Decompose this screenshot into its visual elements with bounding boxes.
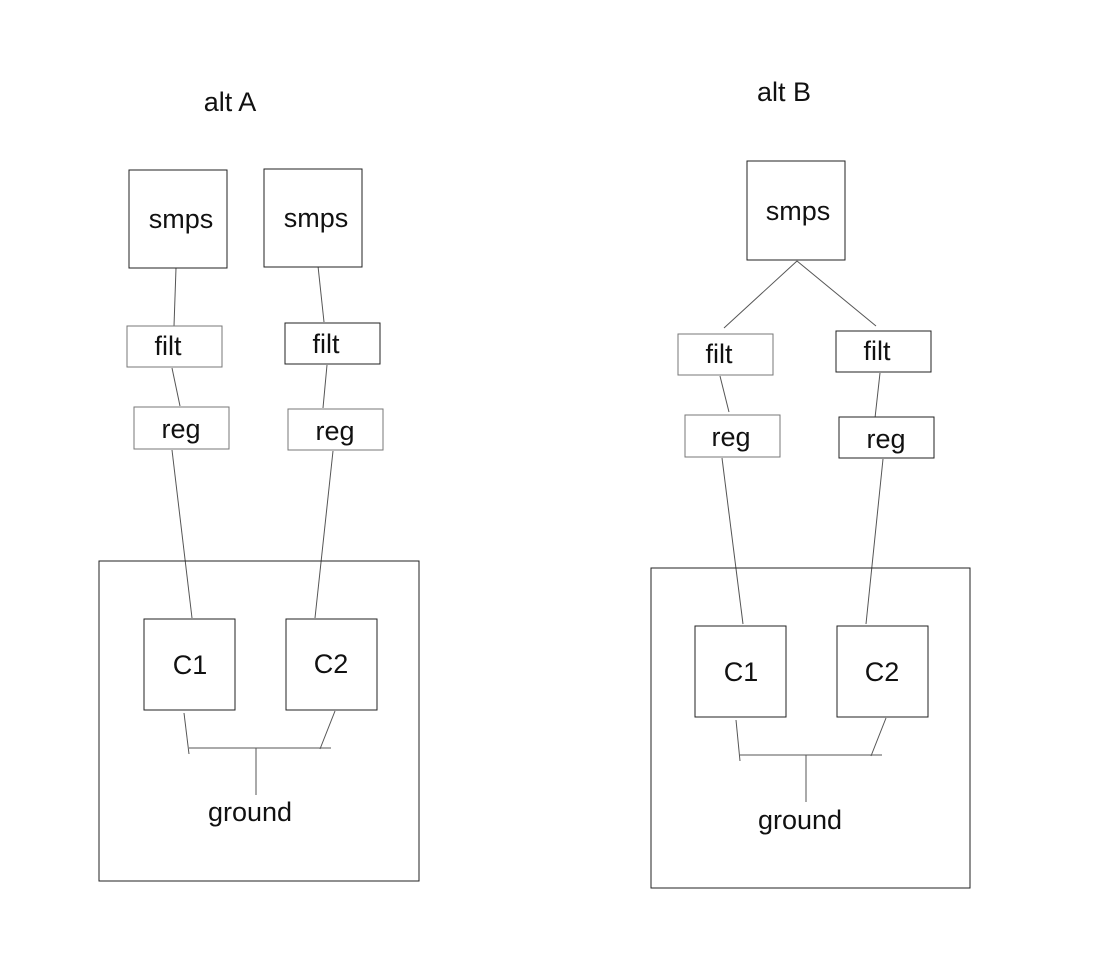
alt-a-title: alt A [204,87,257,117]
alt-a-filt-right-label: filt [313,329,340,359]
alt-b-group: alt B smps filt filt reg reg C1 C2 groun… [650,77,971,889]
alt-b-wire-c2-ground [870,717,887,757]
alt-a-smps-left-box [128,169,228,269]
alt-b-reg-right-label: reg [866,424,905,454]
alt-a-wire-smps-filt-left [173,267,177,327]
alt-b-wire-filt-reg-right [874,372,881,419]
alt-b-filt-left-box [677,333,774,376]
alt-b-filt-right-label: filt [864,336,891,366]
alt-b-filt-right-box [835,330,932,373]
alt-a-wire-filt-reg-left [171,367,181,407]
alt-a-wire-filt-reg-right [322,364,328,409]
alt-a-reg-left-box [133,406,230,450]
alt-a-reg-right-box [287,408,384,451]
alt-a-reg-right-label: reg [315,416,354,446]
alt-b-c1-label: C1 [724,657,759,687]
alt-b-ground-label: ground [758,805,842,835]
alt-a-wire-smps-filt-right [317,265,325,323]
alt-a-smps-right-label: smps [284,203,349,233]
alt-b-wire-smps-filt-left [723,260,798,329]
alt-b-wire-filt-reg-left [719,375,730,413]
alt-a-filt-left-box [126,325,223,368]
alt-b-load-enclosure [650,567,971,889]
alt-a-smps-left-label: smps [149,204,214,234]
alt-b-smps-label: smps [766,196,831,226]
alt-a-smps-right-box [263,168,363,268]
alt-a-c1-label: C1 [173,650,208,680]
alt-b-reg-right-box [838,416,935,459]
alt-b-wire-reg-c1 [721,457,744,625]
alt-a-c1-box [143,618,236,711]
alt-b-title: alt B [757,77,811,107]
alt-b-wire-reg-c2 [865,458,884,625]
alt-a-c2-label: C2 [314,649,349,679]
alt-a-load-enclosure [98,560,420,882]
alt-b-reg-left-box [684,414,781,458]
alt-b-reg-left-label: reg [711,422,750,452]
alt-b-c2-box [836,625,929,718]
alt-b-smps-box [746,160,846,261]
alt-a-filt-left-label: filt [155,331,182,361]
alt-a-c2-box [285,618,378,711]
alt-a-wire-reg-c2 [314,450,334,619]
alt-b-c1-box [694,625,787,718]
alt-b-c2-label: C2 [865,657,900,687]
alt-a-wire-c2-ground [319,710,336,750]
alt-a-wire-c1-ground [183,712,190,755]
alt-a-wire-reg-c1 [171,449,193,619]
alt-a-reg-left-label: reg [161,414,200,444]
alt-b-wire-c1-ground [735,719,741,762]
alt-b-filt-left-label: filt [706,339,733,369]
alt-b-wire-smps-filt-right [796,260,877,327]
alt-a-ground-label: ground [208,797,292,827]
alt-a-filt-right-box [284,322,381,365]
alt-a-group: alt A smps smps filt filt reg reg C1 C2 … [98,87,420,882]
